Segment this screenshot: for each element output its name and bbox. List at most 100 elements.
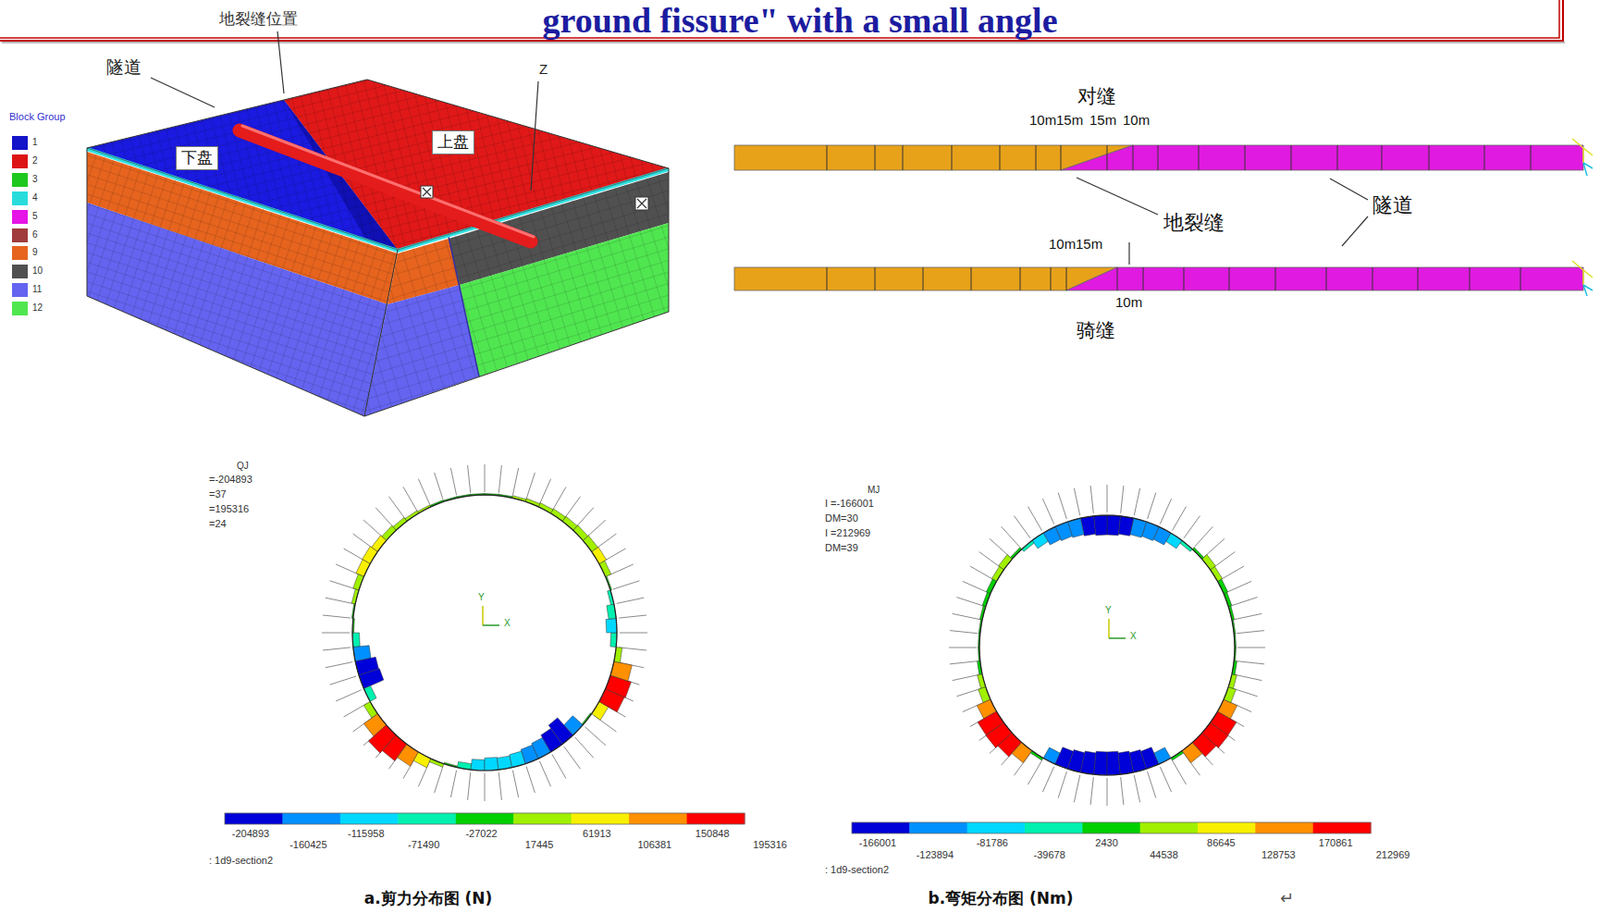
label-text: -204893 [232,827,270,840]
ring-tick [1090,485,1094,514]
block-label-box: 下盘 [175,146,219,171]
ring-tick [330,676,357,685]
legend-text: 2 [32,155,38,167]
ring-tick [322,647,351,651]
ring-tick [618,615,647,618]
ring-tick [526,472,535,500]
ring-tick [1073,775,1080,802]
ring-tick [498,772,502,800]
label-text: 212969 [1376,849,1411,862]
label-text: -39678 [1033,849,1066,862]
ring-tick [1028,760,1043,785]
label-text: I =-166001 [824,497,874,510]
ring-value-bar [1154,747,1171,764]
ring-tick [1226,580,1252,592]
axis-line [530,81,539,191]
ring-tick [1042,766,1054,792]
label-text: ↵ [1280,888,1294,909]
ring-tick [956,597,984,606]
label-text: 128753 [1261,849,1296,862]
ring-tick [403,486,418,511]
axis-marker [481,605,484,626]
label-text: -115958 [347,827,385,840]
ring-value-bar [599,560,612,577]
ring-tick [618,647,647,651]
ring-tick [526,766,535,794]
ring-value-bar [564,715,584,736]
ring-tick [539,761,551,787]
ring-value-bar [1080,750,1096,775]
label-text: -81786 [976,836,1009,850]
ring-tick [1234,674,1262,680]
label-text: 170861 [1318,836,1354,850]
colorbar-frame [851,822,1371,834]
label-text: 2430 [1095,836,1118,850]
ring-tick [585,726,606,746]
ring-value-bar [1107,515,1120,536]
ring-value-bar [1170,750,1184,761]
label-text: : 1d9-section2 [209,854,273,867]
label-text: 61913 [582,827,612,840]
label-text: DM=39 [824,541,859,554]
colorbar-band [455,812,515,825]
slide-title: ground fissure" with a small angle [541,0,1058,42]
ring-tick [467,465,471,493]
ring-tick [952,674,980,680]
label-text: 195316 [752,838,788,851]
legend-text: 3 [32,173,38,185]
ring-tick [607,564,633,576]
ring-tick [1147,771,1157,799]
label-text: 15m [1056,111,1084,128]
ring-value-bar [352,632,360,648]
label-text: 44538 [1149,849,1179,862]
label-text: 86645 [1206,836,1236,850]
label-text: 106381 [637,838,672,851]
ring-value-bar [1011,742,1033,764]
ring-tick [467,772,471,800]
colorbar-band [513,812,572,825]
axis-marker [1107,618,1110,639]
label-text: 对缝 [1077,85,1117,108]
label-text: 10m [1122,111,1150,128]
tunnel-bars [734,138,1593,296]
label-text: 15m [1075,235,1103,252]
ring-tick [1107,484,1108,513]
legend-swatch [12,283,28,297]
leader-line [150,77,215,108]
ring-tick [1107,777,1108,806]
ring-tick [1172,760,1187,785]
label-text: Z [539,61,548,77]
label-text: DM=30 [824,512,859,525]
block-model [86,79,669,417]
axis-marker [1108,637,1126,640]
ring-value-bar [581,713,592,726]
colorbar-band [1255,822,1314,834]
label-text: 10m [1029,111,1057,128]
ring-tick [1001,526,1021,547]
ring-tick [979,552,1002,569]
ring-tick [1237,647,1266,649]
axis-marker [482,624,500,627]
label-text: -166001 [859,836,897,850]
ring-tick [450,770,456,798]
ring-tick [1120,776,1124,805]
leader-line [277,31,284,94]
legend-text: 5 [32,210,38,222]
ring-tick [322,615,351,618]
label-text: X [504,617,511,629]
label-text: 15m [1089,111,1117,128]
leader-line [1076,177,1158,215]
ring-tick [1204,538,1225,557]
ring-value-bar [417,504,431,514]
ring-tick [1147,492,1157,520]
label-text: 地裂缝位置 [219,10,298,29]
ring-tick [564,746,581,769]
colorbar-band [1313,822,1372,834]
label-text: 地裂缝 [1163,210,1225,234]
colorbar-band [571,812,630,825]
leader-line [1329,178,1368,200]
ring-value-bar [1094,750,1108,776]
legend-swatch [12,135,28,150]
ring-tick [970,566,995,580]
ring-tick [484,773,486,801]
